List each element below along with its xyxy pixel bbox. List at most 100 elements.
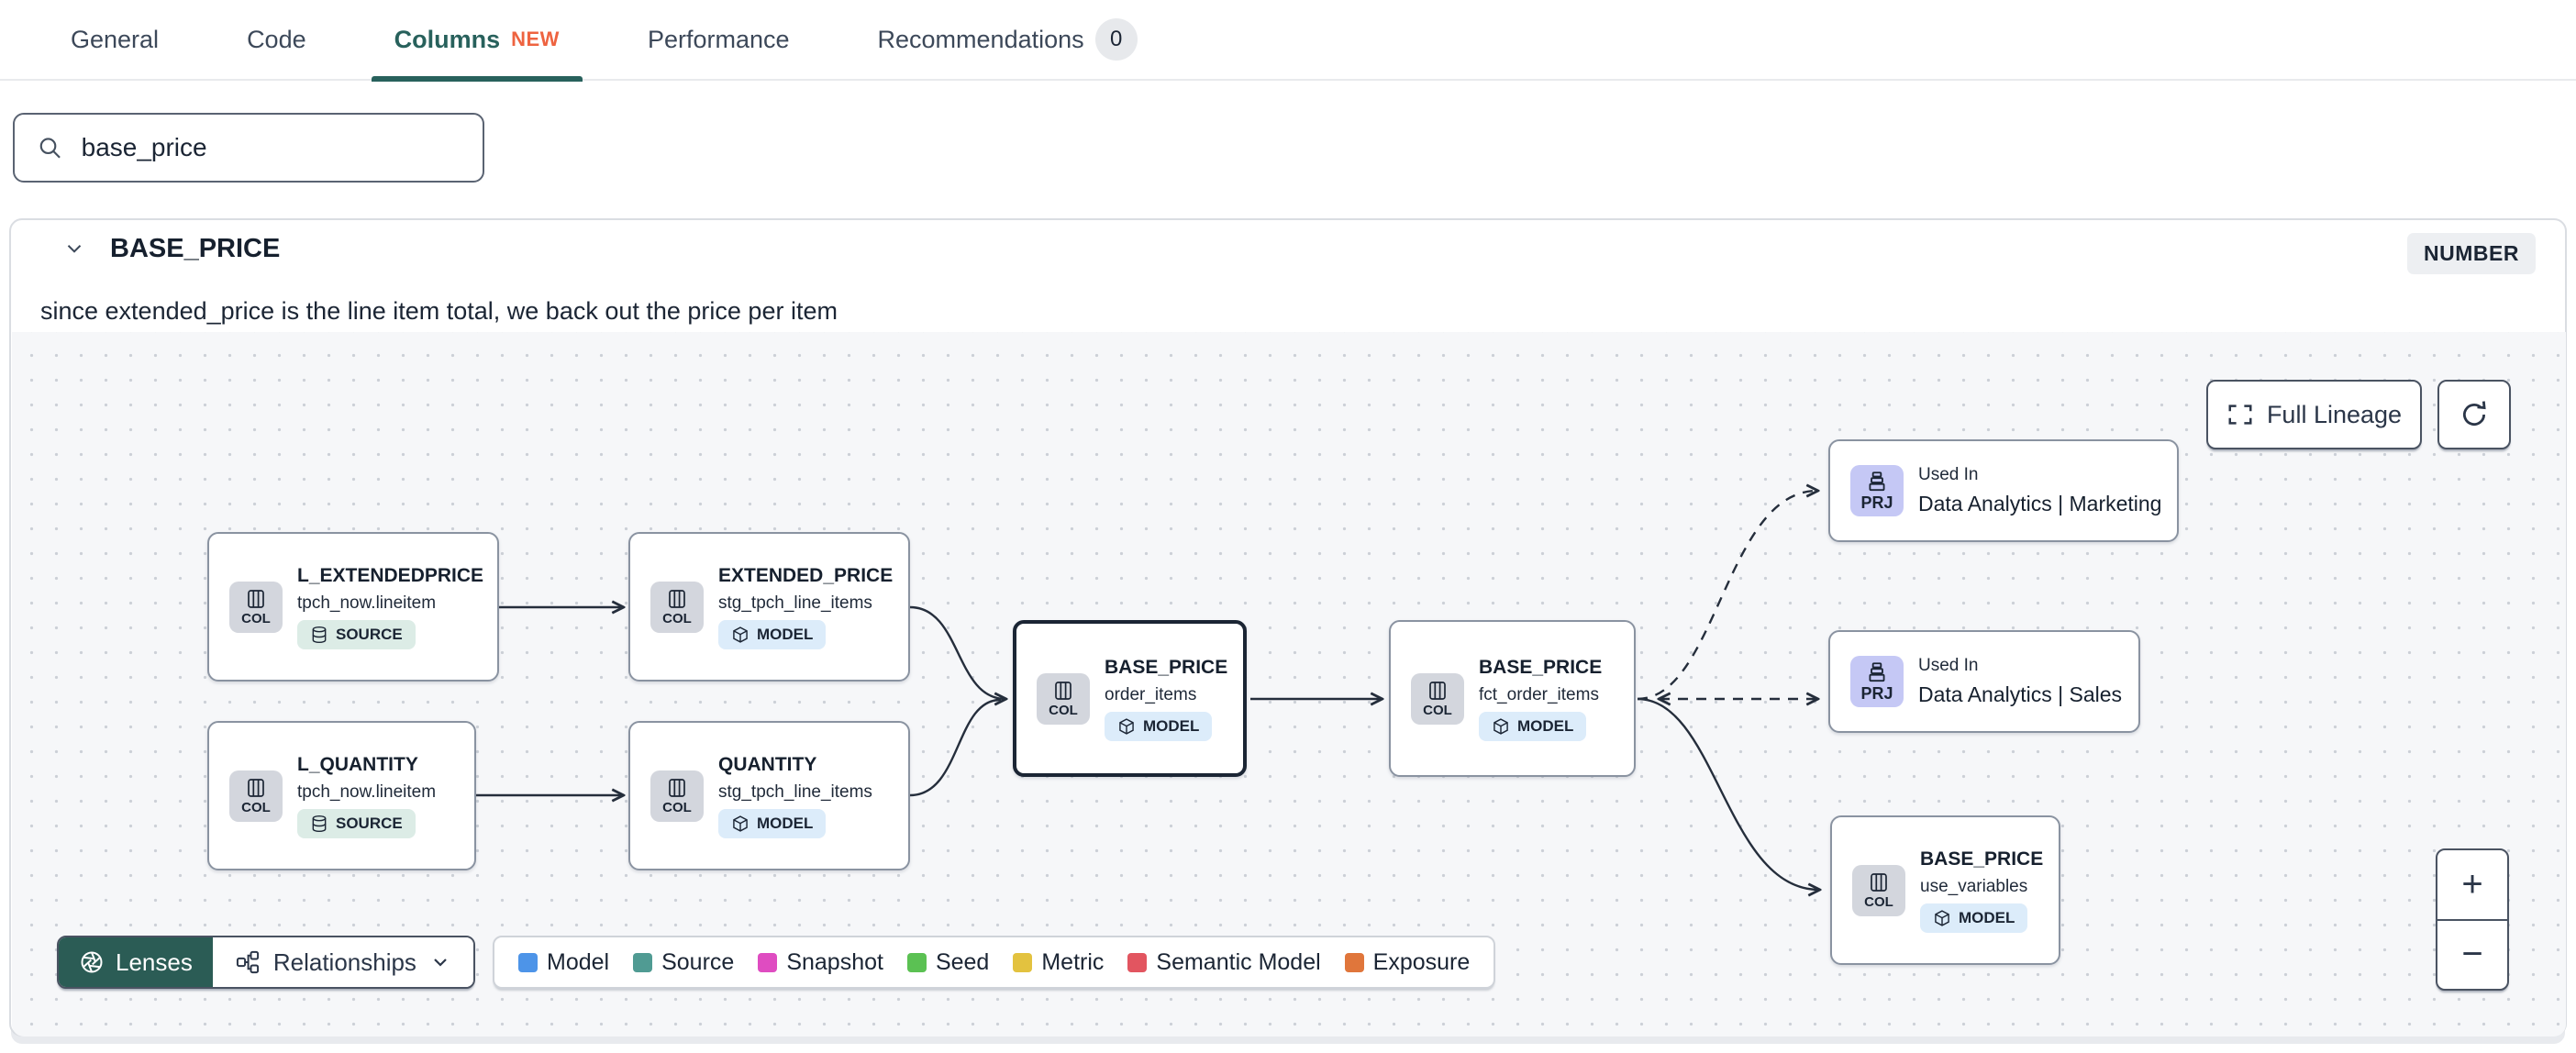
- lineage-node-quantity[interactable]: COL QUANTITY stg_tpch_line_items MODEL: [628, 721, 910, 870]
- column-type-badge: NUMBER: [2407, 233, 2536, 274]
- legend-item-model: Model: [518, 949, 609, 976]
- cube-icon: [1119, 717, 1134, 735]
- node-title: EXTENDED_PRICE: [718, 564, 894, 586]
- node-subtitle: tpch_now.lineitem: [297, 781, 437, 802]
- project-icon: [1869, 661, 1885, 682]
- semantic-model-swatch: [1127, 952, 1148, 972]
- node-title: Data Analytics | Sales: [1918, 682, 2123, 706]
- resource-legend: Model Source Snapshot Seed Metric Semant…: [493, 936, 1496, 989]
- lineage-node-l-quantity[interactable]: COL L_QUANTITY tpch_now.lineitem SOURCE: [207, 721, 476, 870]
- lineage-edges: [476, 332, 2566, 1036]
- node-type-badge: MODEL: [1479, 711, 1587, 741]
- search-icon: [39, 138, 61, 159]
- metric-swatch: [1013, 952, 1033, 972]
- database-icon: [312, 815, 327, 832]
- node-type-badge: SOURCE: [297, 619, 416, 649]
- node-subtitle: stg_tpch_line_items: [718, 781, 872, 802]
- recommendations-count-badge: 0: [1094, 18, 1138, 61]
- lenses-button[interactable]: Lenses: [59, 937, 213, 987]
- lineage-node-used-in-marketing[interactable]: PRJ Used In Data Analytics | Marketing: [1828, 439, 2179, 542]
- tab-bar: General Code Columns NEW Performance Rec…: [0, 0, 2576, 82]
- columns-icon: [669, 778, 685, 797]
- cube-icon: [733, 815, 748, 832]
- column-kind-badge: COL: [650, 581, 704, 633]
- model-swatch: [518, 952, 538, 972]
- columns-icon: [669, 589, 685, 608]
- fullscreen-icon: [2228, 405, 2252, 425]
- zoom-in-button[interactable]: +: [2437, 850, 2507, 921]
- database-icon: [312, 626, 327, 643]
- source-swatch: [633, 952, 653, 972]
- refresh-icon: [2463, 401, 2486, 427]
- project-kind-badge: PRJ: [1850, 656, 1904, 707]
- zoom-out-button[interactable]: −: [2461, 934, 2483, 975]
- lineage-node-extended-price[interactable]: COL EXTENDED_PRICE stg_tpch_line_items M…: [628, 532, 910, 682]
- lineage-node-l-extendedprice[interactable]: COL L_EXTENDEDPRICE tpch_now.lineitem SO…: [207, 532, 499, 682]
- node-title: L_EXTENDEDPRICE: [297, 564, 484, 586]
- columns-icon: [1429, 681, 1446, 700]
- cube-icon: [1935, 909, 1949, 926]
- column-kind-badge: COL: [650, 770, 704, 822]
- chevron-down-icon: [434, 959, 447, 967]
- legend-item-source: Source: [633, 949, 734, 976]
- lineage-node-base-price-order-items[interactable]: COL BASE_PRICE order_items MODEL: [1013, 620, 1247, 777]
- node-subtitle: tpch_now.lineitem: [297, 593, 437, 613]
- snapshot-swatch: [758, 952, 778, 972]
- search-input[interactable]: [81, 133, 461, 162]
- new-badge: NEW: [511, 28, 560, 50]
- refresh-button[interactable]: [2437, 380, 2511, 449]
- project-icon: [1869, 471, 1885, 491]
- tab-performance[interactable]: Performance: [647, 25, 790, 53]
- lineage-node-used-in-sales[interactable]: PRJ Used In Data Analytics | Sales: [1828, 630, 2140, 733]
- legend-item-semantic-model: Semantic Model: [1127, 949, 1321, 976]
- legend-item-seed: Seed: [906, 949, 989, 976]
- column-search[interactable]: [13, 113, 484, 183]
- node-title: BASE_PRICE: [1920, 848, 2044, 870]
- node-title: BASE_PRICE: [1479, 656, 1603, 678]
- legend-item-metric: Metric: [1013, 949, 1104, 976]
- node-type-badge: MODEL: [1920, 903, 2028, 933]
- used-in-label: Used In: [1918, 465, 1979, 484]
- node-type-badge: MODEL: [718, 619, 827, 649]
- node-title: BASE_PRICE: [1105, 656, 1228, 678]
- column-kind-badge: COL: [229, 581, 283, 633]
- column-description: since extended_price is the line item to…: [40, 297, 838, 325]
- tab-general[interactable]: General: [71, 25, 160, 53]
- node-type-badge: MODEL: [1105, 711, 1213, 741]
- node-title: L_QUANTITY: [297, 753, 418, 775]
- legend-item-exposure: Exposure: [1344, 949, 1470, 976]
- full-lineage-button[interactable]: Full Lineage: [2206, 380, 2422, 449]
- lineage-canvas[interactable]: COL L_EXTENDEDPRICE tpch_now.lineitem SO…: [12, 332, 2566, 1036]
- lineage-node-base-price-fct-order-items[interactable]: COL BASE_PRICE fct_order_items MODEL: [1389, 620, 1636, 777]
- node-subtitle: use_variables: [1920, 876, 2028, 896]
- tab-columns[interactable]: Columns NEW: [371, 0, 583, 82]
- legend-item-snapshot: Snapshot: [758, 949, 883, 976]
- columns-icon: [1871, 872, 1887, 892]
- node-subtitle: stg_tpch_line_items: [718, 593, 872, 613]
- used-in-label: Used In: [1918, 656, 1979, 675]
- lineage-node-base-price-use-variables[interactable]: COL BASE_PRICE use_variables MODEL: [1830, 815, 2060, 965]
- aperture-icon: [81, 951, 103, 973]
- cube-icon: [1493, 717, 1508, 735]
- zoom-control: + −: [2436, 848, 2509, 991]
- chevron-down-icon[interactable]: [62, 237, 86, 260]
- hierarchy-icon: [236, 950, 259, 974]
- node-title: QUANTITY: [718, 753, 817, 775]
- columns-icon: [1055, 681, 1071, 700]
- lens-toolbar: Lenses Relationships: [57, 936, 475, 989]
- node-subtitle: order_items: [1105, 684, 1197, 704]
- column-name: BASE_PRICE: [110, 233, 281, 263]
- exposure-swatch: [1344, 952, 1364, 972]
- project-kind-badge: PRJ: [1850, 465, 1904, 516]
- columns-icon: [248, 589, 264, 608]
- seed-swatch: [906, 952, 927, 972]
- column-kind-badge: COL: [1037, 672, 1090, 725]
- node-type-badge: SOURCE: [297, 808, 416, 838]
- relationships-dropdown[interactable]: Relationships: [212, 937, 473, 987]
- tab-recommendations[interactable]: Recommendations 0: [855, 0, 1160, 80]
- column-kind-badge: COL: [229, 770, 283, 822]
- tab-code[interactable]: Code: [247, 25, 306, 53]
- column-panel: BASE_PRICE NUMBER since extended_price i…: [9, 218, 2567, 1036]
- node-title: Data Analytics | Marketing: [1918, 492, 2162, 515]
- column-header-row[interactable]: BASE_PRICE NUMBER: [11, 220, 2565, 277]
